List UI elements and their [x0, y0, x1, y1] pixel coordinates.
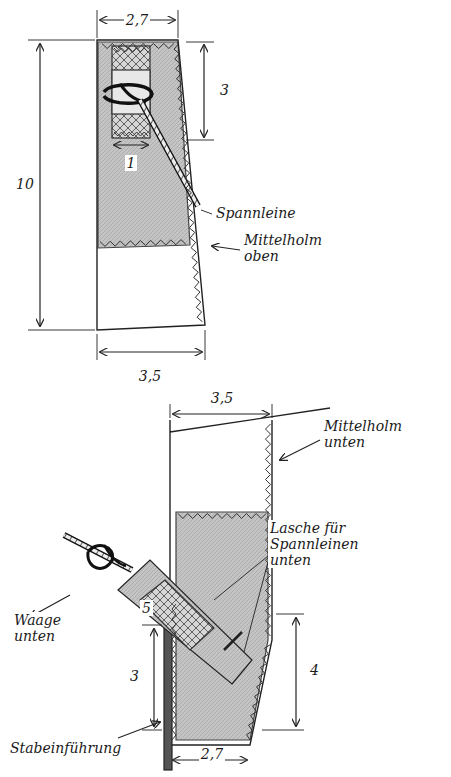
zigzag-stitch: [172, 604, 176, 740]
dimension-value: 3: [218, 82, 231, 98]
dimension-value: 2,7: [199, 746, 225, 762]
zigzag-stitch: [174, 44, 203, 322]
zigzag-stitch: [114, 132, 148, 136]
dimension-value: 3,5: [137, 368, 163, 384]
part-label: Spannleine: [214, 205, 297, 221]
dimension-value: 4: [308, 662, 321, 678]
part-label: Stabeinführung: [8, 740, 123, 756]
dimension-value: 5: [140, 600, 153, 616]
dimension-value: 10: [14, 176, 36, 192]
zigzag-stitch: [114, 48, 148, 52]
part-label: Lasche für Spannleinen unten: [268, 520, 368, 568]
zigzag-stitch: [247, 645, 271, 741]
part-label: Waage unten: [12, 612, 74, 644]
dimension-value: 2,7: [124, 12, 150, 28]
dimension-value: 3: [128, 668, 141, 684]
dimension-value: 1: [125, 155, 138, 171]
part-label: Mittelholm oben: [242, 232, 326, 264]
part-label: Mittelholm unten: [322, 418, 406, 450]
zigzag-stitch: [100, 240, 186, 247]
zigzag-stitch: [178, 514, 266, 519]
dimension-value: 3,5: [209, 390, 235, 406]
zigzag-stitch: [102, 44, 174, 49]
